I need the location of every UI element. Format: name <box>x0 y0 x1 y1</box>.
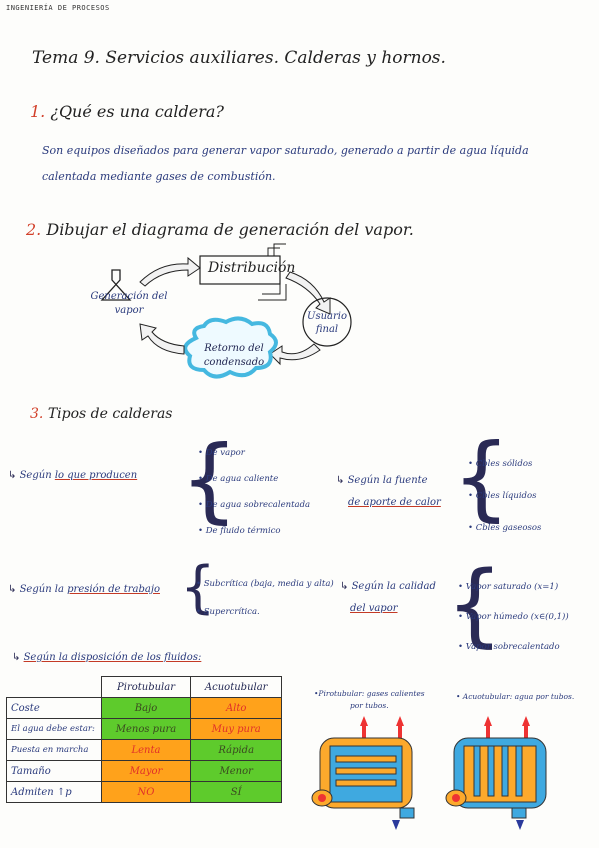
list-item: • De agua sobrecalentada <box>198 500 311 510</box>
acuotubular-boiler-icon <box>445 716 547 830</box>
arrow-right-icon: ↳ <box>8 584 17 595</box>
cell-acuo: Rápida <box>190 739 282 761</box>
arrow-to-generation-icon <box>139 323 185 355</box>
arrow-right-icon: ↳ <box>12 652 21 663</box>
q1-heading: 1. ¿Qué es una caldera? <box>30 102 224 121</box>
brace-icon: { <box>180 555 216 620</box>
q3-heading: 3. Tipos de calderas <box>30 406 173 422</box>
page-title: Tema 9. Servicios auxiliares. Calderas y… <box>32 48 446 68</box>
header: INGENIERÍA DE PROCESOS <box>6 4 110 12</box>
q2-number: 2. <box>26 220 42 239</box>
list-item: • Subcrítica (baja, media y alta) <box>196 579 334 589</box>
list-item: • Vapor sobrecalentado <box>458 642 560 652</box>
produce-list: • De vapor • De agua caliente • De agua … <box>198 440 310 544</box>
cell-acuo: Muy pura <box>190 718 282 740</box>
cell-acuo: Alto <box>190 697 282 719</box>
list-item: • Vapor húmedo (x∈(0,1)) <box>458 612 569 622</box>
list-item: • De fluido térmico <box>198 526 281 536</box>
pipes-icon <box>258 243 287 301</box>
diagram-generation: Generación del vapor <box>90 291 168 316</box>
source-list: • Cbles sólidos • Cbles líquidos • Cbles… <box>468 448 541 544</box>
table-row: Coste Bajo Alto <box>6 697 282 719</box>
list-item: • Cbles líquidos <box>468 491 537 501</box>
diagram-end-user: Usuario final <box>307 311 347 335</box>
row-label: Admiten ↑p <box>6 781 102 803</box>
list-item: • Supercrítica. <box>196 607 260 617</box>
q3-text: Tipos de calderas <box>47 406 173 422</box>
arrow-to-return-icon <box>269 343 321 366</box>
diagram-return: Retorno del condensado <box>203 343 265 368</box>
quality-label: ↳ Según la calidad del vapor <box>340 581 436 614</box>
diagram-distribution: Distribución <box>208 260 296 276</box>
distribution-box <box>199 255 281 285</box>
list-item: • Cbles sólidos <box>468 459 533 469</box>
cell-piro: Lenta <box>100 739 192 761</box>
list-item: • Vapor saturado (x=1) <box>458 582 559 592</box>
table-row: Admiten ↑p NO SÍ <box>6 781 282 803</box>
produce-label: ↳ Según lo que producen <box>8 470 138 481</box>
table-row: Puesta en marcha Lenta Rápida <box>6 739 282 761</box>
pirotubular-boiler-icon <box>311 716 415 830</box>
column-header: Acuotubular <box>190 676 282 698</box>
q2-text: Dibujar el diagrama de generación del va… <box>46 220 414 239</box>
end-user-circle <box>302 297 352 347</box>
disposition-label: ↳ Según la disposición de los fluidos: <box>12 652 202 663</box>
comparison-table: Pirotubular Acuotubular Coste Bajo Alto … <box>6 676 282 803</box>
arrow-to-distribution-icon <box>139 256 201 287</box>
row-label: Puesta en marcha <box>6 739 102 761</box>
arrow-right-icon: ↳ <box>336 475 345 486</box>
row-label: Tamaño <box>6 760 102 782</box>
list-item: • De vapor <box>198 448 245 458</box>
list-item: • Cbles gaseosos <box>468 523 542 533</box>
arrow-right-icon: ↳ <box>8 470 17 481</box>
quality-list: • Vapor saturado (x=1) • Vapor húmedo (x… <box>458 572 569 662</box>
table-row: Tamaño Mayor Menor <box>6 760 282 782</box>
q1-number: 1. <box>30 102 46 121</box>
q1-text: ¿Qué es una caldera? <box>50 102 225 121</box>
cell-piro: Bajo <box>100 697 192 719</box>
source-label: ↳ Según la fuente de aporte de calor <box>336 475 441 508</box>
q1-answer: Son equipos diseñados para generar vapor… <box>42 138 597 190</box>
q3-number: 3. <box>30 406 44 422</box>
row-label: Coste <box>6 697 102 719</box>
row-label: El agua debe estar: <box>6 718 102 740</box>
brace-icon: { <box>180 426 239 533</box>
q1-line-1: Son equipos diseñados para generar vapor… <box>42 144 529 157</box>
q2-heading: 2. Dibujar el diagrama de generación del… <box>26 220 414 239</box>
cell-piro: Menos pura <box>100 718 192 740</box>
pressure-label: ↳ Según la presión de trabajo <box>8 584 160 595</box>
arrow-to-user-icon <box>285 271 331 315</box>
table-header-row: Pirotubular Acuotubular <box>7 676 282 698</box>
cell-acuo: SÍ <box>190 781 282 803</box>
piro-note: •Pirotubular: gases calientes por tubos. <box>314 689 425 710</box>
brace-icon: { <box>452 424 511 531</box>
arrow-right-icon: ↳ <box>340 581 349 592</box>
list-item: • De agua caliente <box>198 474 279 484</box>
cell-piro: NO <box>100 781 192 803</box>
return-cloud <box>183 316 278 379</box>
cell-piro: Mayor <box>100 760 192 782</box>
brace-icon: { <box>446 552 504 657</box>
acuo-note: • Acuotubular: agua por tubos. <box>456 692 575 701</box>
steam-diagram <box>100 243 352 379</box>
cell-acuo: Menor <box>190 760 282 782</box>
flask-icon <box>100 269 132 301</box>
table-row: El agua debe estar: Menos pura Muy pura <box>6 718 282 740</box>
q1-line-2: calentada mediante gases de combustión. <box>42 170 276 183</box>
column-header: Pirotubular <box>100 676 192 698</box>
pressure-list: • Subcrítica (baja, media y alta) • Supe… <box>196 570 334 626</box>
